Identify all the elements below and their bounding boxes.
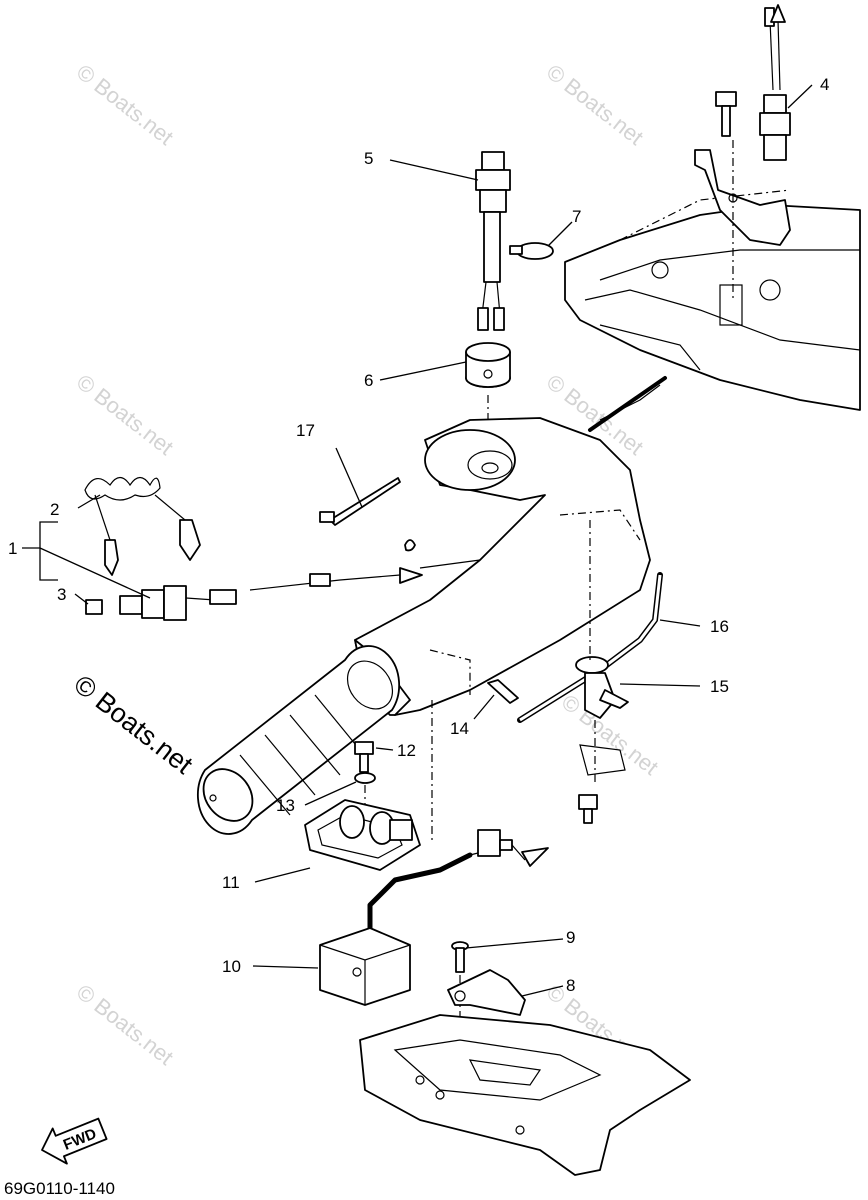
callout-13: 13: [276, 796, 295, 815]
bottom-cowling: [564, 189, 861, 411]
callout-11: 11: [222, 873, 240, 892]
bolt: [578, 794, 598, 824]
callout-5: 5: [364, 149, 373, 168]
neutral-switch: [759, 4, 791, 161]
watermark-faint: © Boats.net: [542, 59, 648, 150]
lanyard: [84, 476, 201, 576]
bolt-12: [354, 741, 374, 773]
callout-7: 7: [572, 207, 581, 226]
cable-tie: [319, 477, 401, 526]
callout-14: 14: [450, 719, 469, 738]
callout-12: 12: [397, 741, 416, 760]
callout-15: 15: [710, 677, 729, 696]
callout-17: 17: [296, 421, 315, 440]
fwd-arrow: FWD: [41, 1117, 108, 1165]
callout-10: 10: [222, 957, 241, 976]
bushing: [465, 342, 511, 388]
screw: [487, 679, 519, 704]
connector: [477, 829, 549, 867]
washer: [354, 772, 376, 784]
callout-16: 16: [710, 617, 729, 636]
callouts: 1 2 3 4 5 6 7 8 9 10 11 12 13 14 15 16 1…: [8, 75, 829, 995]
callout-9: 9: [566, 928, 575, 947]
watermark-main: © Boats.net: [68, 669, 198, 780]
leader-lines: [22, 84, 813, 997]
watermark-faint: © Boats.net: [72, 979, 178, 1070]
lever-8: [447, 969, 526, 1016]
watermark-faint: © Boats.net: [72, 59, 178, 150]
callout-6: 6: [364, 371, 373, 390]
cutoff-switch: [475, 151, 511, 331]
bolt: [715, 91, 737, 137]
bracket-11: [304, 799, 421, 871]
swivel-bracket: [359, 1014, 691, 1176]
part-code: 69G0110-1140: [4, 1179, 115, 1198]
screw-9: [451, 941, 469, 973]
stop-switch: [119, 585, 237, 621]
cap: [85, 599, 103, 615]
watermark-faint: © Boats.net: [72, 369, 178, 460]
callout-4: 4: [820, 75, 829, 94]
control-module: [319, 927, 411, 1006]
callout-8: 8: [566, 976, 575, 995]
cable-clamp: [575, 656, 629, 719]
callout-2: 2: [50, 500, 59, 519]
callout-3: 3: [57, 585, 66, 604]
callout-1: 1: [8, 539, 17, 558]
steering-handle: [196, 417, 651, 835]
wire-clamp: [509, 242, 554, 260]
